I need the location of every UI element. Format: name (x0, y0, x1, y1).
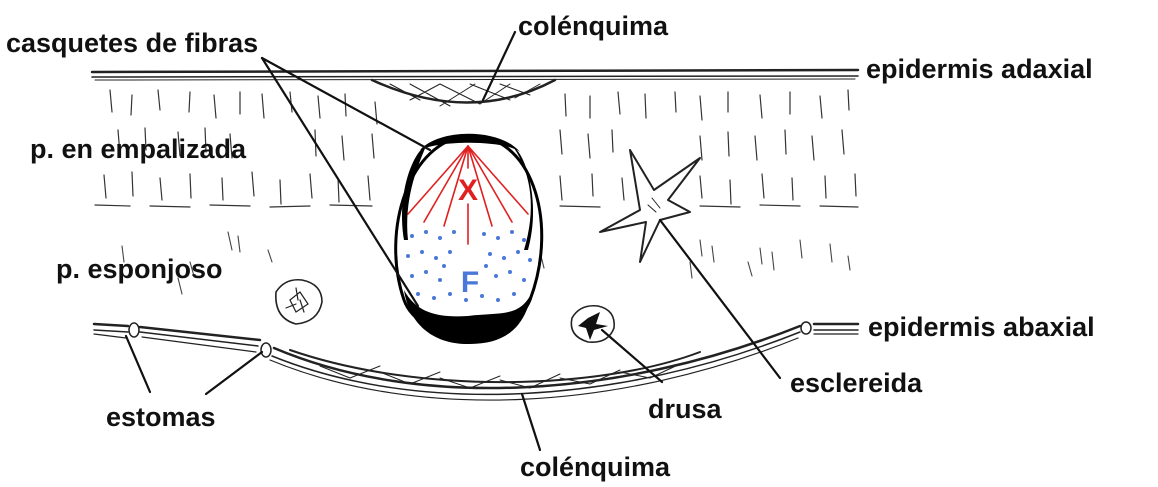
stoma-left (129, 323, 139, 337)
upper-collenchyma (372, 80, 555, 106)
label-epidermis-adaxial: epidermis adaxial (866, 54, 1093, 84)
label-estomas: estomas (106, 402, 216, 432)
leader-colenquima-top (483, 32, 515, 100)
leader-colenquima-bottom (522, 394, 540, 450)
druse-right (571, 306, 614, 342)
stoma-right (261, 343, 271, 357)
stoma-far-right (801, 322, 811, 334)
vascular-bundle: X F (396, 134, 542, 344)
xylem-label: X (458, 174, 478, 207)
lower-collenchyma (290, 350, 700, 388)
sclereid (600, 150, 700, 262)
upper-epidermis (92, 70, 858, 80)
label-drusa: drusa (648, 394, 723, 424)
label-casquetes-de-fibras: casquetes de fibras (6, 28, 258, 58)
leader-estomas-right (206, 352, 262, 394)
label-colenquima-bottom: colénquima (520, 452, 671, 482)
label-p-en-empalizada: p. en empalizada (30, 134, 247, 164)
leader-estomas-left (126, 336, 150, 392)
leader-casquetes-lower (262, 58, 418, 306)
label-epidermis-abaxial: epidermis abaxial (868, 312, 1095, 342)
druse-left (276, 280, 322, 324)
label-colenquima-top: colénquima (518, 11, 669, 41)
label-esclereida: esclereida (790, 368, 923, 398)
label-p-esponjoso: p. esponjoso (56, 254, 223, 284)
phloem-label: F (461, 266, 479, 299)
